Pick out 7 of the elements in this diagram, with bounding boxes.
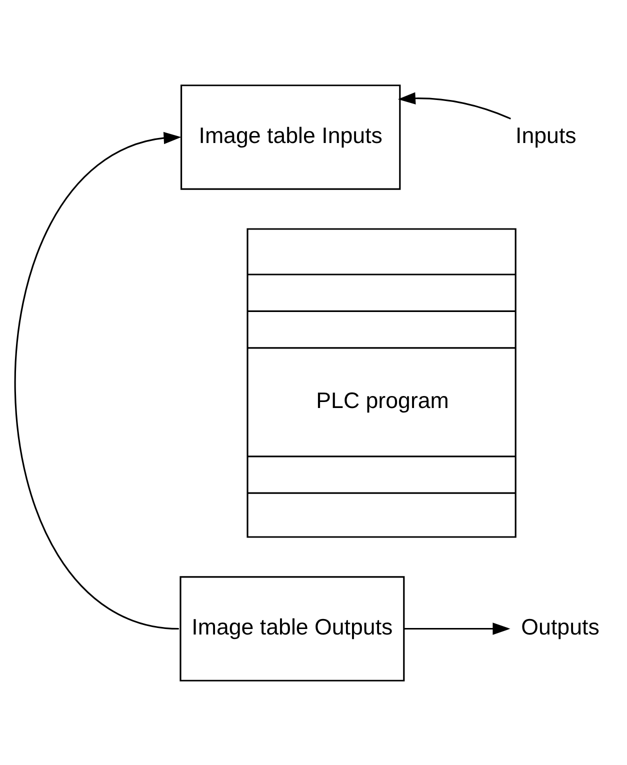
arrow (14, 131, 182, 630)
arrow (398, 92, 511, 119)
node-text: Outputs (521, 614, 600, 640)
node-text: Inputs (516, 122, 576, 148)
node-box: Image table Inputs (180, 84, 401, 190)
node-box: Image table Outputs (180, 576, 405, 681)
arrow (404, 622, 510, 634)
